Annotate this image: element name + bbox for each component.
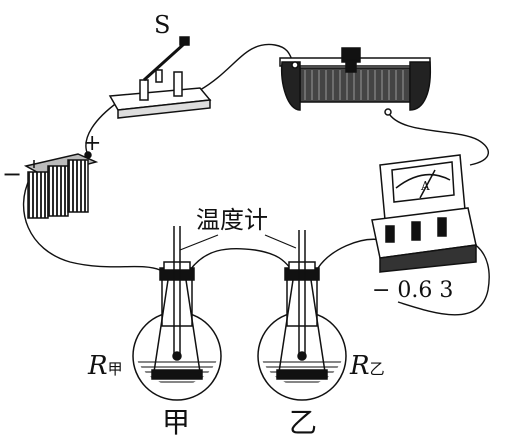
flask-jia-label: 甲 <box>162 406 190 439</box>
ammeter-symbol: A <box>420 179 430 193</box>
switch-label: S <box>154 11 170 39</box>
resistor-yi-label: R乙 <box>349 351 385 381</box>
ammeter <box>371 154 477 273</box>
battery <box>23 151 99 219</box>
thermometer-label: 温度计 <box>196 206 268 234</box>
thermometer-pointers <box>179 234 297 251</box>
resistor-yi-subscript: 乙 <box>370 360 385 378</box>
rheostat <box>279 47 432 116</box>
ammeter-terminal-labels: − 0.6 3 <box>372 278 453 303</box>
flask-jia <box>132 226 222 401</box>
switch <box>108 36 212 119</box>
resistor-jia-label: R甲 <box>87 351 123 381</box>
battery-minus-label: − <box>2 160 22 188</box>
resistor-jia-symbol: R <box>87 351 108 381</box>
flask-yi-label: 乙 <box>289 406 317 439</box>
resistor-jia-subscript: 甲 <box>108 360 123 378</box>
battery-plus-label: + <box>83 131 101 156</box>
flask-yi <box>257 230 347 401</box>
resistor-yi-symbol: R <box>349 351 370 381</box>
